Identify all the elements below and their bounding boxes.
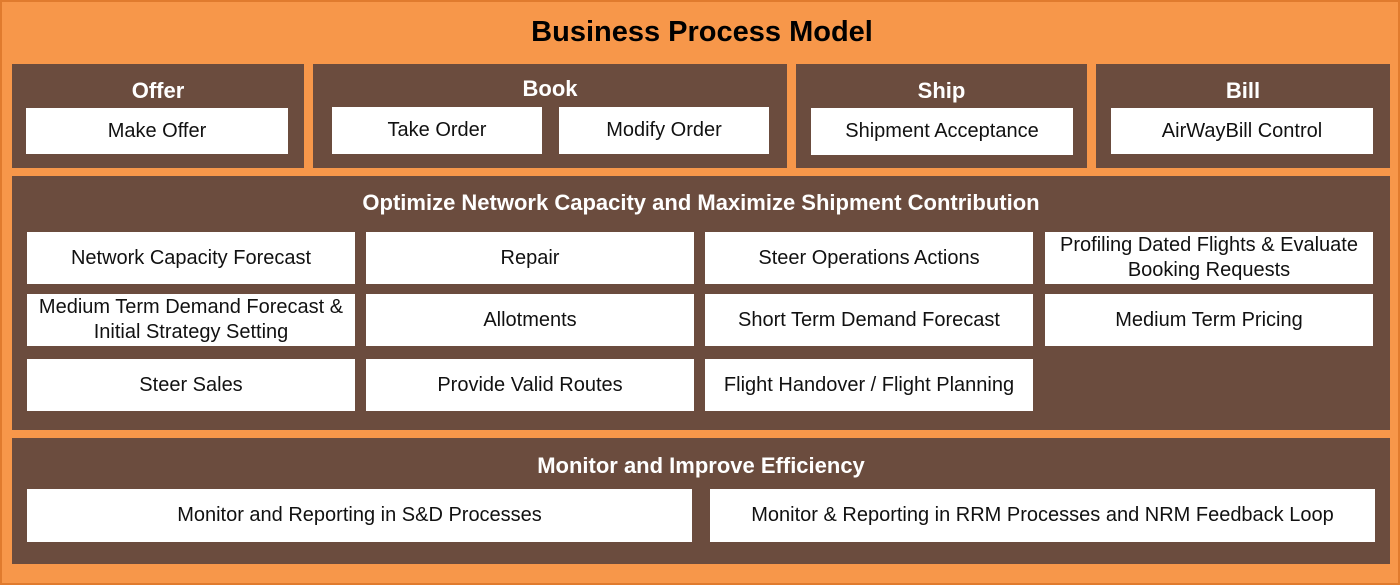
process-box-monitor-rrm: Monitor & Reporting in RRM Processes and… (710, 489, 1375, 542)
process-box-short-term-demand-forecast: Short Term Demand Forecast (705, 294, 1033, 346)
process-box-modify-order: Modify Order (559, 107, 769, 154)
process-box-allotments: Allotments (366, 294, 694, 346)
process-box-steer-sales: Steer Sales (27, 359, 355, 411)
panel-book: Book Take Order Modify Order (313, 64, 787, 168)
panel-ship: Ship Shipment Acceptance (796, 64, 1087, 168)
process-box-make-offer: Make Offer (26, 108, 288, 154)
panel-bill-title: Bill (1225, 78, 1261, 103)
panel-optimize: Optimize Network Capacity and Maximize S… (12, 176, 1390, 430)
process-box-monitor-sd: Monitor and Reporting in S&D Processes (27, 489, 692, 542)
panel-monitor-title: Monitor and Improve Efficiency (537, 453, 865, 478)
panel-optimize-title: Optimize Network Capacity and Maximize S… (362, 190, 1040, 215)
diagram-title: Business Process Model (531, 16, 873, 48)
process-box-shipment-acceptance: Shipment Acceptance (811, 108, 1073, 155)
process-box-take-order: Take Order (332, 107, 542, 154)
panel-monitor: Monitor and Improve Efficiency Monitor a… (12, 438, 1390, 564)
process-box-provide-valid-routes: Provide Valid Routes (366, 359, 694, 411)
process-box-medium-term-pricing: Medium Term Pricing (1045, 294, 1373, 346)
process-box-flight-handover: Flight Handover / Flight Planning (705, 359, 1033, 411)
process-box-network-capacity-forecast: Network Capacity Forecast (27, 232, 355, 284)
process-box-airwaybill-control: AirWayBill Control (1111, 108, 1373, 154)
process-box-repair: Repair (366, 232, 694, 284)
process-box-profiling-dated-flights: Profiling Dated Flights & Evaluate Booki… (1045, 232, 1373, 284)
panel-bill: Bill AirWayBill Control (1096, 64, 1390, 168)
process-box-medium-term-demand-forecast: Medium Term Demand Forecast & Initial St… (27, 294, 355, 346)
panel-book-title: Book (522, 76, 578, 101)
panel-ship-title: Ship (917, 78, 966, 103)
panel-offer: Offer Make Offer (12, 64, 304, 168)
process-box-steer-operations-actions: Steer Operations Actions (705, 232, 1033, 284)
panel-offer-title: Offer (131, 78, 185, 103)
